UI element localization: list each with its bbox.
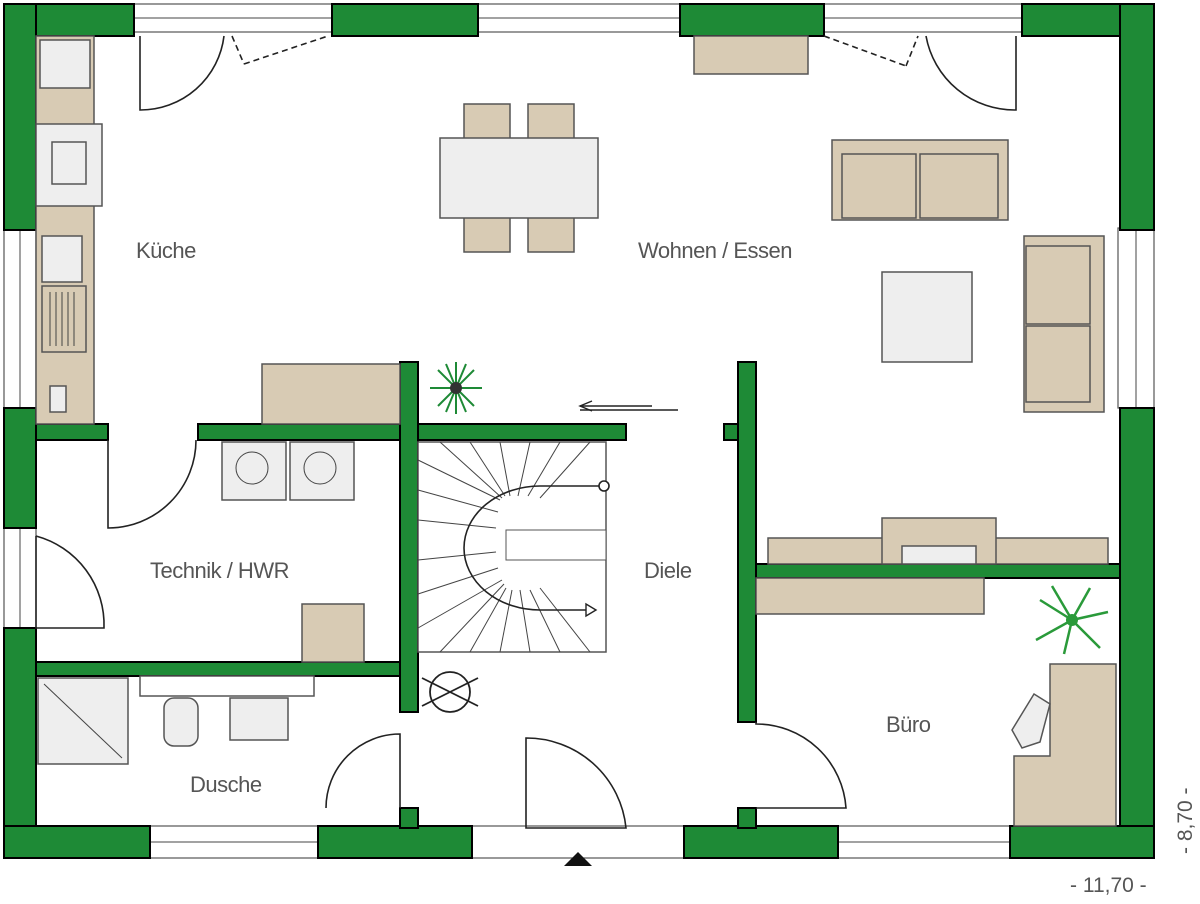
dining-table — [439, 103, 599, 253]
room-label-living: Wohnen / Essen — [638, 238, 792, 263]
entrance-marker-icon — [564, 852, 592, 866]
lamp-icon — [421, 671, 479, 713]
bathroom-fixtures — [37, 675, 315, 765]
depth-dimension: - 8,70 - — [1174, 787, 1197, 854]
room-label-utility: Technik / HWR — [150, 558, 289, 583]
office-furniture — [755, 517, 1117, 827]
interior-walls — [35, 361, 1121, 829]
staircase — [417, 441, 610, 653]
doors — [35, 35, 1017, 829]
plant-icon — [1035, 585, 1109, 655]
room-label-hall: Diele — [644, 558, 692, 583]
room-label-office: Büro — [886, 712, 931, 737]
direction-arrow-icon — [578, 400, 678, 412]
width-dimension: - 11,70 - — [1070, 874, 1147, 897]
windows — [3, 3, 1155, 859]
sideboard — [693, 35, 809, 75]
cabinet — [261, 363, 401, 425]
washer-dryer — [221, 441, 365, 663]
plant-icon — [430, 362, 482, 414]
exterior-walls — [3, 3, 1155, 859]
kitchen-counter — [35, 35, 103, 425]
living-furniture — [831, 139, 1105, 413]
room-label-shower: Dusche — [190, 772, 262, 797]
room-label-kitchen: Küche — [136, 238, 196, 263]
